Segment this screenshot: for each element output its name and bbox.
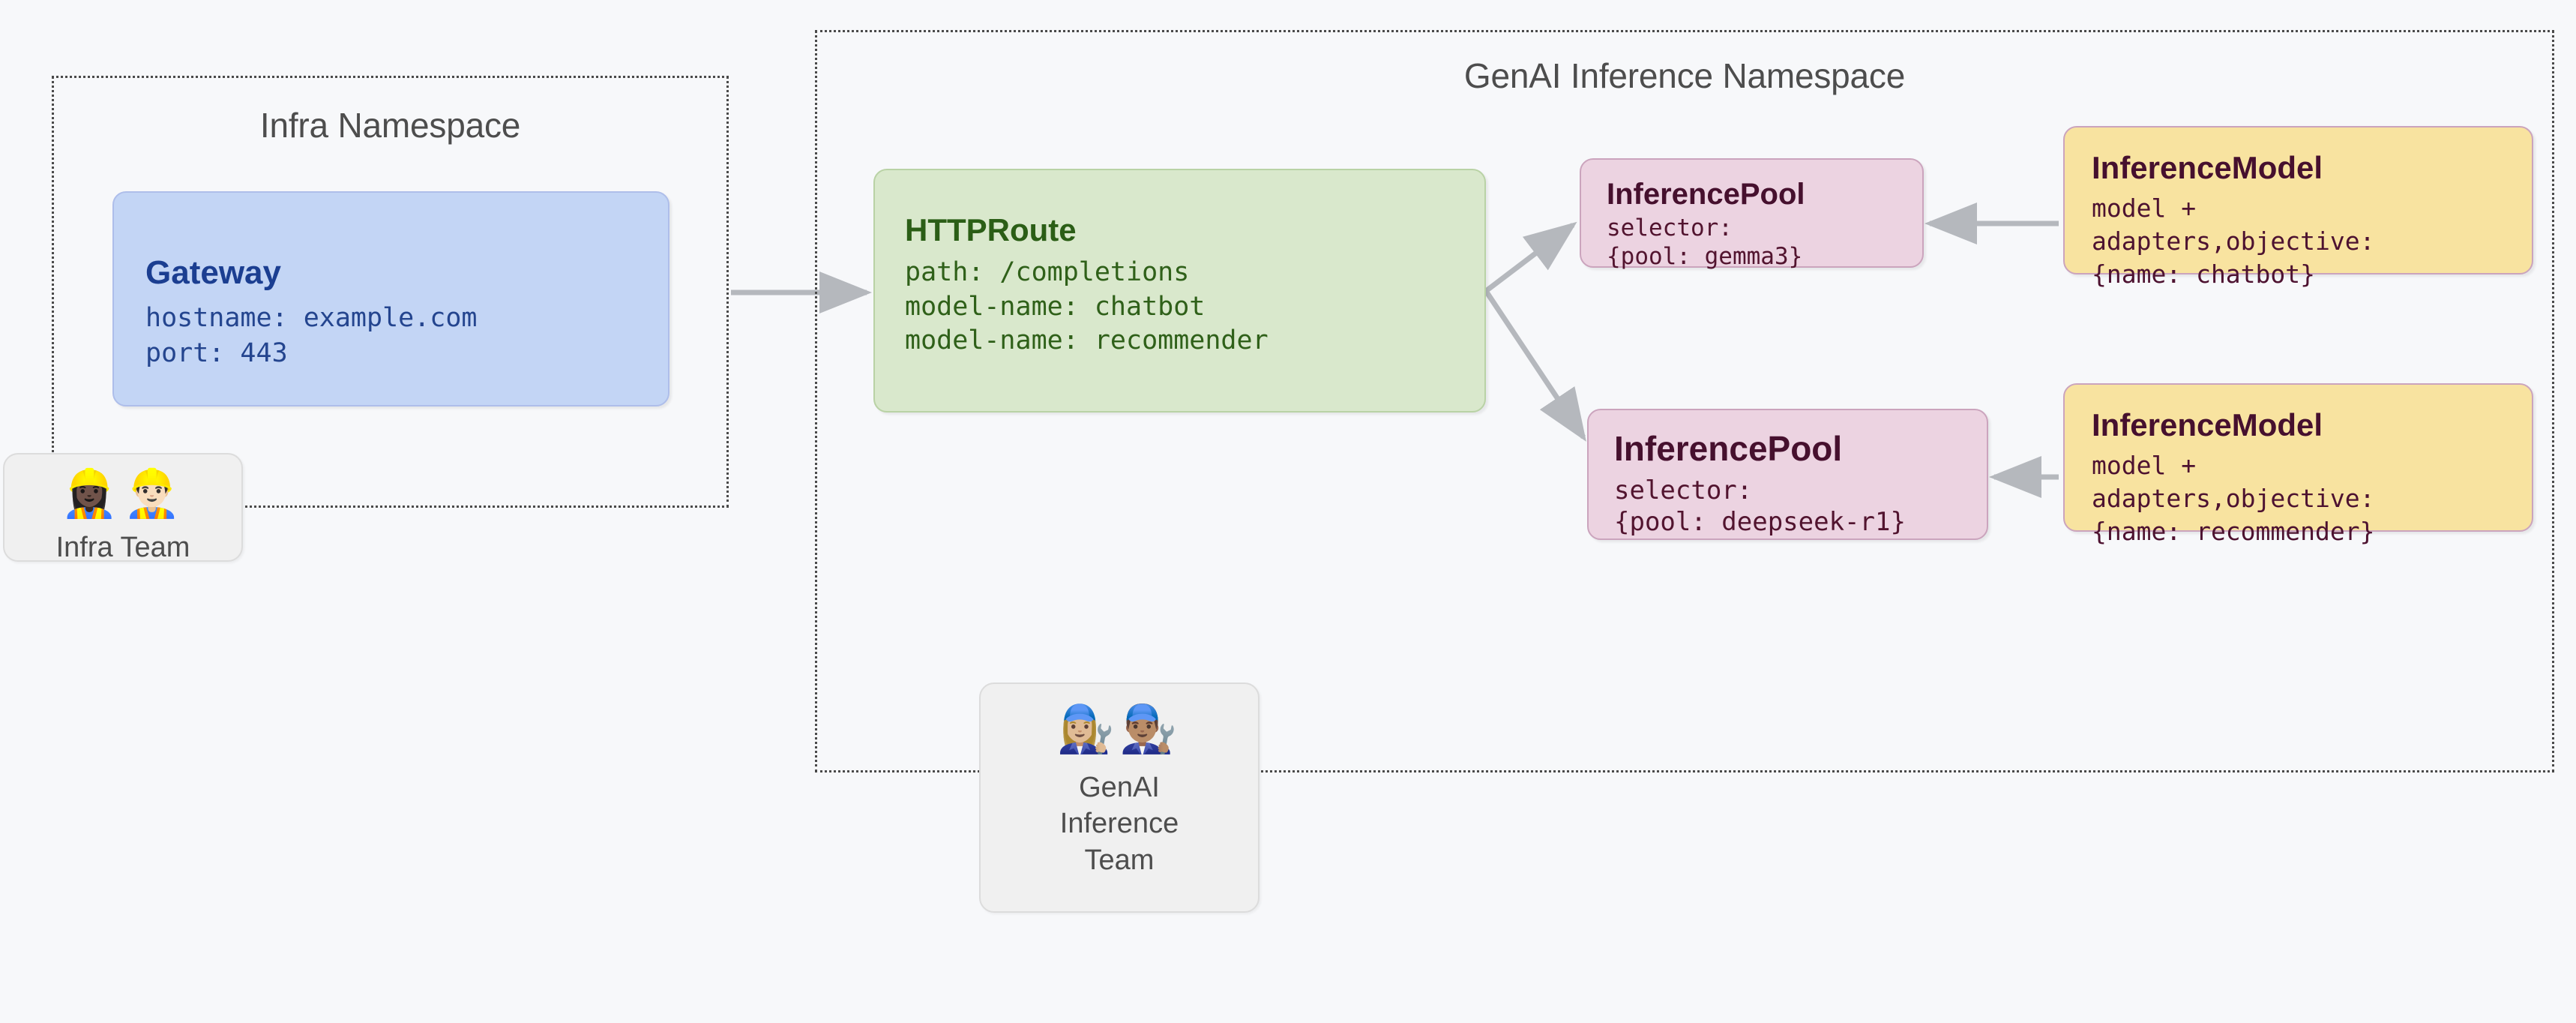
inferencemodel-recommender-line-2: adapters,objective: xyxy=(2092,484,2375,514)
inferencemodel-recommender-card[interactable]: InferenceModel model + adapters,objectiv… xyxy=(2063,383,2533,546)
httproute-path: path: /completions xyxy=(905,257,1190,287)
inferencemodel-recommender-line-3: {name: recommender} xyxy=(2092,517,2375,547)
inferencepool-gemma3-title: InferencePool xyxy=(1607,178,1805,211)
inferencepool-deepseek-r1-selector-label: selector: xyxy=(1614,476,1753,506)
genai-inference-namespace-title: GenAI Inference Namespace xyxy=(1463,56,1906,95)
genai-inference-team-badge[interactable]: 👩🏼‍🔧👨🏽‍🔧 GenAI Inference Team xyxy=(979,682,1260,913)
infra-namespace-container xyxy=(52,76,729,508)
infra-team-label: Infra Team xyxy=(55,532,190,563)
httproute-model-name-chatbot: model-name: chatbot xyxy=(905,291,1206,322)
mechanics-icon: 👩🏼‍🔧👨🏽‍🔧 xyxy=(1056,704,1182,755)
inferencemodel-chatbot-title: InferenceModel xyxy=(2092,150,2323,185)
infra-namespace-title: Infra Namespace xyxy=(259,106,521,145)
httproute-model-name-recommender: model-name: recommender xyxy=(905,326,1269,356)
inferencepool-deepseek-r1-title: InferencePool xyxy=(1614,429,1843,468)
inferencemodel-chatbot-line-3: {name: chatbot} xyxy=(2092,260,2316,290)
inferencepool-gemma3-selector-label: selector: xyxy=(1607,214,1733,242)
infra-team-badge[interactable]: 👷🏿‍♀️👷🏻‍♂️ Infra Team xyxy=(3,453,243,563)
inferencepool-deepseek-r1-selector-value: {pool: deepseek-r1} xyxy=(1614,507,1906,538)
inferencemodel-chatbot-line-1: model + xyxy=(2092,194,2197,223)
inferencepool-gemma3-selector-value: {pool: gemma3} xyxy=(1607,242,1803,270)
construction-workers-icon: 👷🏿‍♀️👷🏻‍♂️ xyxy=(60,468,186,520)
gateway-hostname: hostname: example.com xyxy=(145,303,478,333)
inferencepool-deepseek-r1-card[interactable]: InferencePool selector: {pool: deepseek-… xyxy=(1587,409,1988,540)
inferencemodel-recommender-title: InferenceModel xyxy=(2092,407,2323,442)
gateway-card[interactable]: Gateway hostname: example.com port: 443 xyxy=(112,191,669,406)
genai-inference-team-label: GenAI Inference Team xyxy=(1059,772,1179,876)
httproute-title: HTTPRoute xyxy=(905,212,1077,248)
httproute-card[interactable]: HTTPRoute path: /completions model-name:… xyxy=(873,169,1486,412)
inferencemodel-chatbot-card[interactable]: InferenceModel model + adapters,objectiv… xyxy=(2063,126,2533,289)
gateway-port: port: 443 xyxy=(145,338,288,368)
inferencemodel-chatbot-line-2: adapters,objective: xyxy=(2092,226,2375,256)
genai-inference-namespace-container xyxy=(815,30,2554,772)
inferencemodel-recommender-line-1: model + xyxy=(2092,451,2197,480)
inferencepool-gemma3-card[interactable]: InferencePool selector: {pool: gemma3} xyxy=(1580,158,1924,270)
gateway-title: Gateway xyxy=(145,254,281,291)
